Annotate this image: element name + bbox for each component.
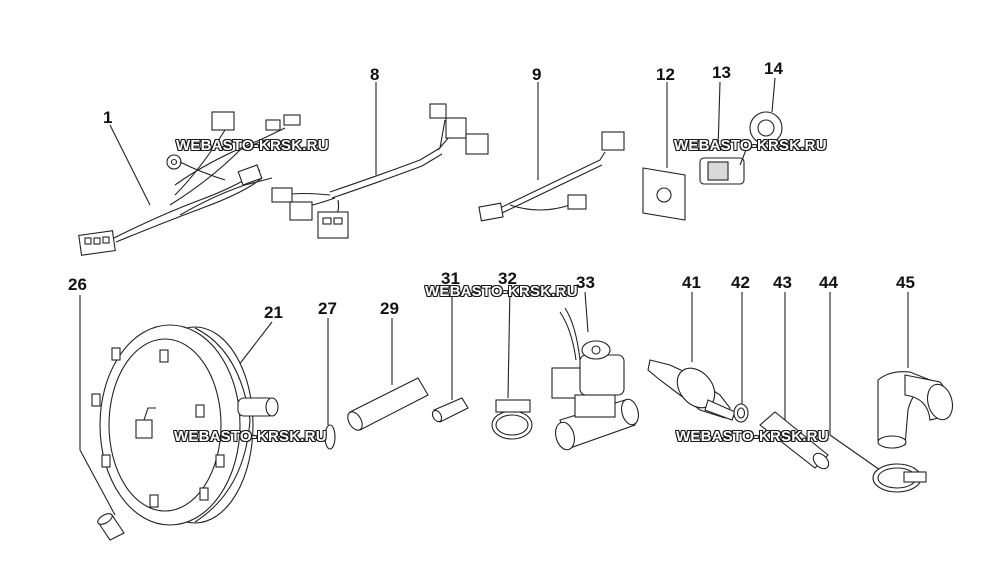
part-42-ring [733,292,749,423]
bolt-icon [91,347,225,508]
label-part-13: 13 [712,63,731,82]
label-part-33: 33 [576,273,595,292]
part-13-switch [699,81,745,185]
part-44-hose-clamp [829,292,927,493]
watermark: WEBASTO-KRSK.RU [425,283,578,300]
part-33-solenoid-valve [551,291,639,451]
label-part-14: 14 [764,59,783,78]
part-27-ring [324,318,336,450]
label-part-29: 29 [380,299,399,318]
watermark: WEBASTO-KRSK.RU [176,137,329,154]
part-1-wiring-harness [78,111,301,256]
part-29-hose [347,318,429,431]
part-14-knob [739,77,783,166]
part-41-fuel-pump [647,292,736,421]
part-12-cover-plate [642,82,686,221]
part-21-heat-exchanger [91,321,279,526]
watermark: WEBASTO-KRSK.RU [174,428,327,445]
watermark: WEBASTO-KRSK.RU [674,137,827,154]
watermark: WEBASTO-KRSK.RU [676,428,829,445]
label-part-41: 41 [682,273,701,292]
label-part-9: 9 [532,65,541,84]
label-part-31: 31 [441,269,460,288]
label-part-44: 44 [819,273,838,292]
label-part-8: 8 [370,65,379,84]
label-part-45: 45 [896,273,915,292]
part-31-small-tube [431,286,469,423]
part-45-elbow-hose [877,292,954,449]
part-9-cable [478,82,625,222]
part-26-hose-piece [79,295,125,541]
label-part-32: 32 [498,269,517,288]
label-part-12: 12 [656,65,675,84]
label-part-1: 1 [103,108,112,127]
label-part-43: 43 [773,273,792,292]
label-part-21: 21 [264,303,283,322]
label-part-42: 42 [731,273,750,292]
part-43-hose [759,292,830,470]
label-part-27: 27 [318,299,337,318]
part-8-wiring-harness [271,82,489,239]
part-32-hose-clamp [491,285,533,440]
label-part-26: 26 [68,275,87,294]
